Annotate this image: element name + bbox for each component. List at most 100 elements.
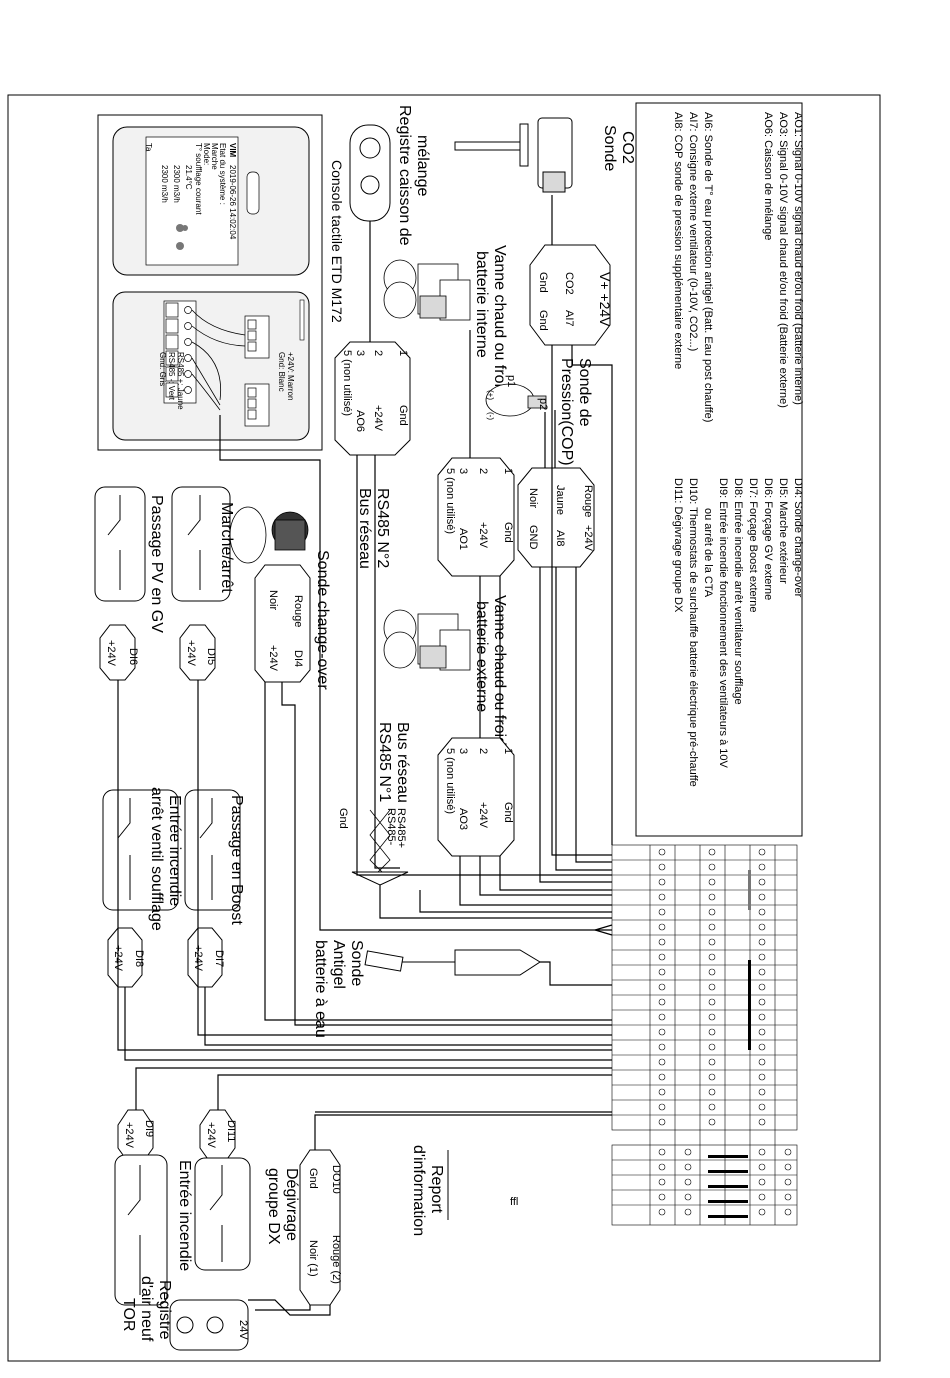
- passage-pv-label: Passage PV en GV: [148, 495, 165, 633]
- degivrage-switch: [209, 1165, 223, 1262]
- cop-mid-1: AI8: [554, 530, 566, 547]
- di4-b: Noir: [267, 590, 279, 611]
- co2-connector: [529, 244, 611, 346]
- sonde-pression-l1: Sonde de: [576, 358, 593, 427]
- stray-mark: ffl: [510, 1196, 518, 1208]
- air-neuf-l1: Registre: [156, 1280, 173, 1340]
- ao1-n3: 3: [457, 468, 469, 474]
- ao6-sig: AO6: [354, 410, 366, 432]
- wiring-rs485m: RS485 -: Vert: [167, 352, 176, 401]
- sonde-pression-l2: Pression(COP): [558, 358, 575, 466]
- di7-connector: [187, 927, 223, 988]
- di8-c: DI8: [133, 950, 145, 967]
- co2-top: V+ +24V: [597, 272, 613, 327]
- air-neuf-hub: [176, 1316, 194, 1334]
- registre-caisson-hub: [359, 137, 381, 159]
- degivrage-l1: Dégivrage: [283, 1168, 300, 1241]
- co2-probe-gland: [542, 171, 566, 193]
- ao3-n2: 2: [477, 748, 489, 754]
- ao3-n3: 3: [457, 748, 469, 754]
- passage-pv-box: [94, 486, 146, 602]
- incendie-arret-l1: Entrée incendie: [166, 795, 183, 906]
- console-line-2: Mode:: [202, 143, 211, 165]
- legend-di5: DI5: Marche extérieur: [777, 478, 789, 584]
- legend-ai: AI6: Sonde de T° eau protection antigel …: [672, 112, 714, 422]
- ao3-labels: 1 Gnd 2 +24V 3 AO3 5 (non utilisé): [444, 748, 514, 830]
- vanne-externe-label: Vanne chaud ou froid batterie externe: [473, 595, 508, 746]
- change-over-probe: [229, 506, 309, 564]
- report-l2: d'information: [410, 1145, 427, 1236]
- ao6-n2: 2: [372, 350, 384, 356]
- marche-arret-box: [171, 486, 231, 602]
- vanne-interne-l1: Vanne chaud ou froid: [491, 245, 508, 396]
- console-terminal-block: [163, 300, 270, 427]
- incendie-switch: [127, 1165, 141, 1295]
- do10-c: Rouge (2): [330, 1235, 342, 1284]
- di5-d: +24V: [185, 640, 197, 667]
- legend-di: DI4: Sonde change-over DI5: Marche extér…: [672, 478, 804, 787]
- console-line-4: 21.4°C: [184, 165, 193, 190]
- air-neuf-l2: d'air neuf: [138, 1276, 155, 1342]
- console-screen-text: VIM 2019-06-26 14:02:04 Etat du système …: [144, 143, 237, 240]
- console-line-1: Marche: [210, 143, 219, 170]
- passage-boost-label: Passage en Boost: [228, 795, 245, 925]
- marche-arret-label: Marche/arrêt: [218, 502, 235, 593]
- di6-d: +24V: [105, 640, 117, 667]
- terminal-strip: [611, 844, 798, 1226]
- antigel-probe-tip: [364, 950, 404, 972]
- vanne-interne: [383, 259, 471, 321]
- antigel-l3: batterie à eau: [312, 940, 329, 1038]
- cop-sensor: [485, 383, 547, 417]
- console-date: 2019-06-26 14:02:04: [228, 165, 237, 240]
- console-line-5: 2300 m3/h: [172, 165, 181, 203]
- ao6-connector: [334, 341, 411, 456]
- console-button: [246, 171, 260, 215]
- di6-connector: [99, 624, 136, 681]
- sonde-pression-label: Sonde de Pression(COP): [558, 358, 593, 466]
- antigel-plug: [454, 949, 541, 976]
- cop-p1: p1: [505, 375, 517, 387]
- registre-caisson-label: Registre caisson de mélange: [396, 105, 431, 246]
- cop-top-1: +24V: [582, 525, 594, 552]
- air-neuf-label: Registre d'air neuf TOR: [120, 1276, 173, 1342]
- bus2-label: Bus réseau RS485 N°2: [356, 488, 391, 569]
- legend-ao3: AO3: Signal 0-10V signal chaud et/ou fro…: [777, 112, 789, 408]
- ao1-n2: 2: [477, 468, 489, 474]
- diagram-frame: [7, 94, 881, 1362]
- cop-connector: [517, 467, 595, 568]
- di7-c: DI7: [213, 950, 225, 967]
- degivrage-box: [194, 1157, 251, 1271]
- legend-ao1: AO1: Signal 0-10V signal chaud et/ou fro…: [792, 112, 804, 405]
- co2-gnd-0: Gnd: [537, 272, 549, 293]
- ao6-n3: 3: [354, 350, 366, 356]
- sonde-co2-l2: CO2: [619, 131, 636, 164]
- co2-probe-rod: [454, 141, 526, 151]
- console-line-3: T° soufflage courant: [194, 143, 203, 215]
- terminal-relays: [708, 870, 751, 1218]
- ao6-n1: 1: [397, 350, 409, 356]
- ao1-n5: 5 (non utilisé): [444, 468, 456, 534]
- do10-a: DO10: [330, 1165, 342, 1194]
- air-neuf-dial: [206, 1316, 224, 1334]
- co2-probe-flange: [519, 123, 529, 167]
- legend-di6: DI6: Forçage GV externe: [762, 478, 774, 600]
- di11-d: +24V: [205, 1122, 217, 1149]
- ao3-n1: 1: [502, 748, 514, 754]
- marche-arret-switch: [187, 495, 201, 590]
- vanne-externe: [383, 609, 471, 671]
- console-line-0: Etat du système :: [218, 143, 227, 205]
- air-neuf-l3: TOR: [120, 1298, 137, 1331]
- rs485-twisted-pair: [369, 809, 391, 881]
- vanne-externe-l2: batterie externe: [473, 601, 490, 712]
- di9-c: DI9: [143, 1120, 155, 1137]
- wiring-gnd: Gnd: Blanc: [277, 352, 286, 392]
- cop-p2: p2: [537, 398, 549, 410]
- cop-plus: (+): [486, 390, 495, 400]
- ao3-connector: [437, 737, 515, 857]
- ao1-n1: 1: [502, 468, 514, 474]
- do10-connector: [299, 1149, 341, 1306]
- bus1-label: Bus réseau RS485 N°1: [376, 722, 411, 803]
- ao3-gnd: Gnd: [502, 802, 514, 823]
- do10-b: Gnd: [307, 1168, 319, 1189]
